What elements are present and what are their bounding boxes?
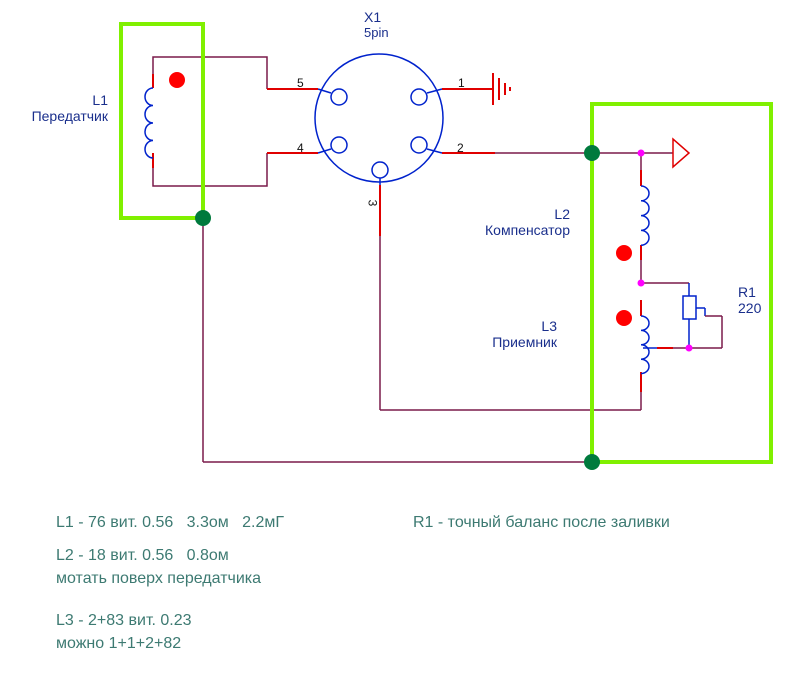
- l1-polarity-dot: [169, 72, 185, 88]
- l3-name-label: Приемник: [492, 334, 557, 350]
- output-port-icon: [672, 137, 691, 169]
- l2-coil-icon: [640, 185, 650, 246]
- l2-name-label: Компенсатор: [485, 222, 570, 238]
- node-l2-l3: [637, 279, 645, 287]
- l1-coil-icon: [144, 87, 154, 159]
- x1-pin-5-label: 5: [297, 76, 304, 90]
- x1-pin-2-label: 2: [457, 141, 464, 155]
- l3-ref-label: L3: [541, 318, 557, 334]
- note-l2-extra: мотать поверх передатчика: [56, 570, 262, 587]
- note-l3: L3 - 2+83 вит. 0.23: [56, 612, 192, 629]
- x1-connector-icon: [314, 53, 444, 185]
- l1-group-box: [119, 22, 205, 220]
- x1-pin-4-label: 4: [297, 141, 304, 155]
- r1-trimmer-icon: [682, 283, 722, 348]
- l2-ref-label: L2: [554, 206, 570, 222]
- l3-coil-icon: [640, 315, 650, 375]
- l2-polarity-dot: [616, 245, 632, 261]
- r1-ref-label: R1: [738, 284, 756, 300]
- ground-icon: [492, 73, 511, 105]
- receiver-group-box: [590, 102, 773, 464]
- x1-name-label: 5pin: [364, 25, 389, 40]
- note-l2: L2 - 18 вит. 0.56 0.8ом: [56, 547, 229, 564]
- x1-ref-label: X1: [364, 9, 382, 25]
- note-l3-extra: можно 1+1+2+82: [56, 635, 182, 652]
- x1-pin-3-label: 3: [365, 199, 380, 207]
- note-r1: R1 - точный баланс после заливки: [413, 514, 670, 531]
- node-r1-tap: [685, 344, 693, 352]
- l1-wiring: [152, 56, 723, 463]
- junction-l1: [195, 210, 211, 226]
- l1-ref-label: L1: [92, 92, 108, 108]
- r1-value-label: 220: [738, 300, 762, 316]
- junction-pin2: [584, 145, 600, 161]
- l3-polarity-dot: [616, 310, 632, 326]
- l1-name-label: Передатчик: [31, 108, 108, 124]
- note-l1: L1 - 76 вит. 0.56 3.3ом 2.2мГ: [56, 514, 284, 531]
- junction-bottom: [584, 454, 600, 470]
- node-l2-top: [637, 149, 645, 157]
- pin-leads: [152, 74, 673, 392]
- x1-pin-1-label: 1: [458, 76, 465, 90]
